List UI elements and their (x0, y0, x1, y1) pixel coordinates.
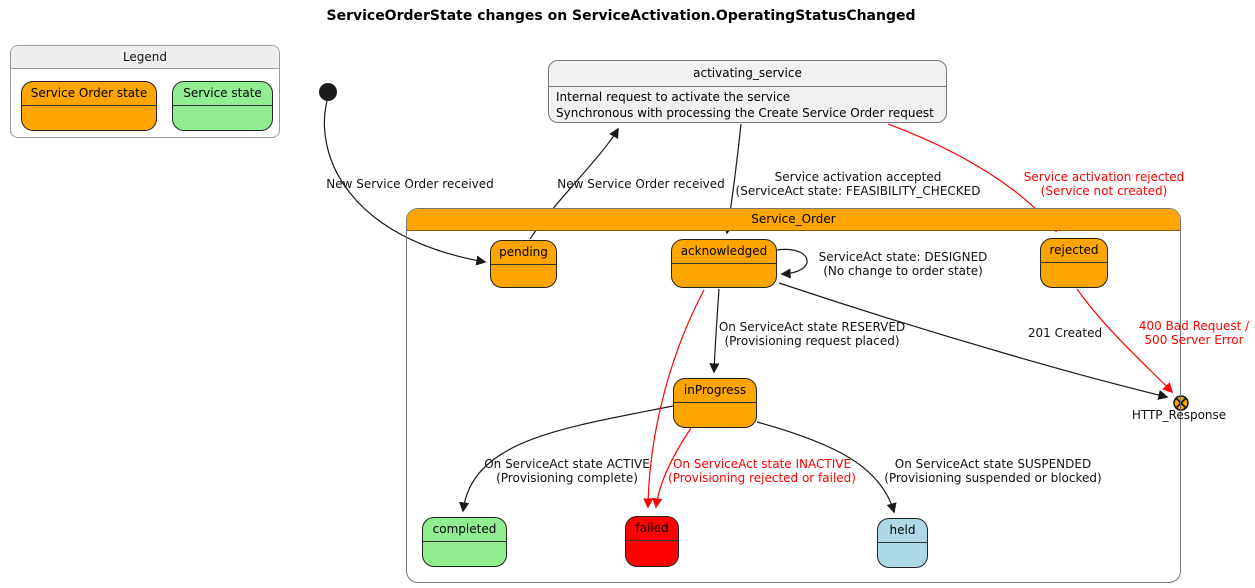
state-inprogress: inProgress (673, 378, 757, 428)
edge-label-rejected-to-exit: 400 Bad Request / 500 Server Error (1138, 319, 1250, 347)
edge-label-inprogress-to-held-line2: (Provisioning suspended or blocked) (884, 470, 1102, 485)
edge-label-to-failed-line2: (Provisioning rejected or failed) (668, 470, 856, 485)
edge-label-pending-to-activating: New Service Order received (557, 177, 725, 192)
edge-label-activating-to-rejected-line2: (Service not created) (1040, 183, 1168, 198)
edge-label-acknowledged-to-exit: 201 Created (1027, 326, 1103, 341)
edge-label-inprogress-to-completed-line1: On ServiceAct state ACTIVE (484, 457, 650, 471)
edge-label-activating-to-rejected: Service activation rejected (Service not… (1023, 170, 1185, 198)
edge-label-rejected-to-exit-line1: 400 Bad Request / (1138, 319, 1250, 333)
legend-title: Legend (11, 46, 279, 69)
state-activating-service: activating_service Internal request to a… (548, 60, 947, 123)
state-inprogress-label: inProgress (674, 379, 756, 403)
legend-item-service-order-state: Service Order state (21, 81, 157, 131)
state-pending-label: pending (491, 241, 556, 265)
edge-label-to-failed-line1: On ServiceAct state INACTIVE (672, 457, 852, 471)
state-failed: failed (625, 516, 679, 567)
edge-label-inprogress-to-completed-line2: (Provisioning complete) (496, 470, 638, 485)
state-completed: completed (422, 517, 507, 567)
edge-acknowledged-to-inprogress (709, 288, 720, 374)
edge-label-activating-to-acknowledged-line2: (ServiceAct state: FEASIBILITY_CHECKED (735, 183, 981, 198)
edge-label-initial-to-pending-line1: New Service Order received (326, 177, 494, 191)
legend: Legend Service Order state Service state (10, 45, 280, 138)
activating-service-description-line1: Internal request to activate the service (556, 90, 791, 104)
edge-label-acknowledged-to-inprogress-line1: On ServiceAct state RESERVED (718, 320, 906, 334)
edge-label-acknowledged-self-loop: ServiceAct state: DESIGNED (No change to… (818, 250, 988, 278)
edge-inprogress-to-held (756, 421, 897, 514)
exit-point-label: HTTP_Response (1131, 408, 1227, 423)
state-activating-service-label: activating_service (549, 61, 946, 87)
edge-label-to-failed: On ServiceAct state INACTIVE (Provisioni… (668, 457, 856, 485)
edge-acknowledged-to-exit (778, 282, 1169, 400)
legend-item-service-order-state-label: Service Order state (22, 82, 156, 106)
edge-label-activating-to-rejected-line1: Service activation rejected (1023, 170, 1185, 184)
edge-label-acknowledged-self-loop-line1: ServiceAct state: DESIGNED (818, 250, 988, 264)
state-rejected: rejected (1040, 238, 1108, 288)
edge-inprogress-to-failed (652, 427, 692, 509)
edge-initial-to-pending (323, 100, 487, 266)
state-rejected-label: rejected (1041, 239, 1107, 263)
edge-label-acknowledged-to-exit-line1: 201 Created (1027, 326, 1103, 340)
state-held-label: held (878, 519, 927, 543)
page-title: ServiceOrderState changes on ServiceActi… (326, 8, 916, 24)
edge-label-rejected-to-exit-line2: 500 Server Error (1144, 332, 1244, 347)
state-acknowledged: acknowledged (671, 239, 777, 288)
legend-item-service-state-label: Service state (173, 82, 272, 106)
edge-label-inprogress-to-completed: On ServiceAct state ACTIVE (Provisioning… (484, 457, 650, 485)
exit-point-label-text: HTTP_Response (1131, 408, 1227, 422)
state-held: held (877, 518, 928, 568)
state-pending: pending (490, 240, 557, 288)
edge-label-inprogress-to-held: On ServiceAct state SUSPENDED (Provision… (884, 457, 1102, 485)
legend-item-service-state: Service state (172, 81, 273, 131)
composite-state-service-order-label: Service_Order (407, 209, 1180, 231)
edge-label-activating-to-acknowledged-line1: Service activation accepted (774, 170, 942, 184)
state-completed-label: completed (423, 518, 506, 542)
initial-state-dot (319, 83, 337, 101)
edge-label-activating-to-acknowledged: Service activation accepted (ServiceAct … (735, 170, 981, 198)
edge-label-inprogress-to-held-line1: On ServiceAct state SUSPENDED (894, 457, 1092, 471)
edge-acknowledged-self-loop (776, 248, 808, 279)
edge-inprogress-to-completed (459, 405, 674, 513)
activating-service-description-line2: Synchronous with processing the Create S… (556, 106, 934, 120)
composite-state-service-order: Service_Order (406, 208, 1181, 583)
edge-label-acknowledged-self-loop-line2: (No change to order state) (823, 263, 983, 278)
edge-acknowledged-to-failed (643, 289, 705, 509)
edge-label-initial-to-pending: New Service Order received (326, 177, 494, 192)
edge-label-acknowledged-to-inprogress: On ServiceAct state RESERVED (Provisioni… (718, 320, 906, 348)
exit-point-icon (1173, 395, 1189, 411)
edge-label-pending-to-activating-line1: New Service Order received (557, 177, 725, 191)
state-failed-label: failed (626, 517, 678, 541)
edge-label-acknowledged-to-inprogress-line2: (Provisioning request placed) (724, 333, 900, 348)
state-acknowledged-label: acknowledged (672, 240, 776, 264)
state-activating-service-description: Internal request to activate the service… (549, 87, 946, 123)
edge-rejected-to-exit (1076, 288, 1174, 394)
